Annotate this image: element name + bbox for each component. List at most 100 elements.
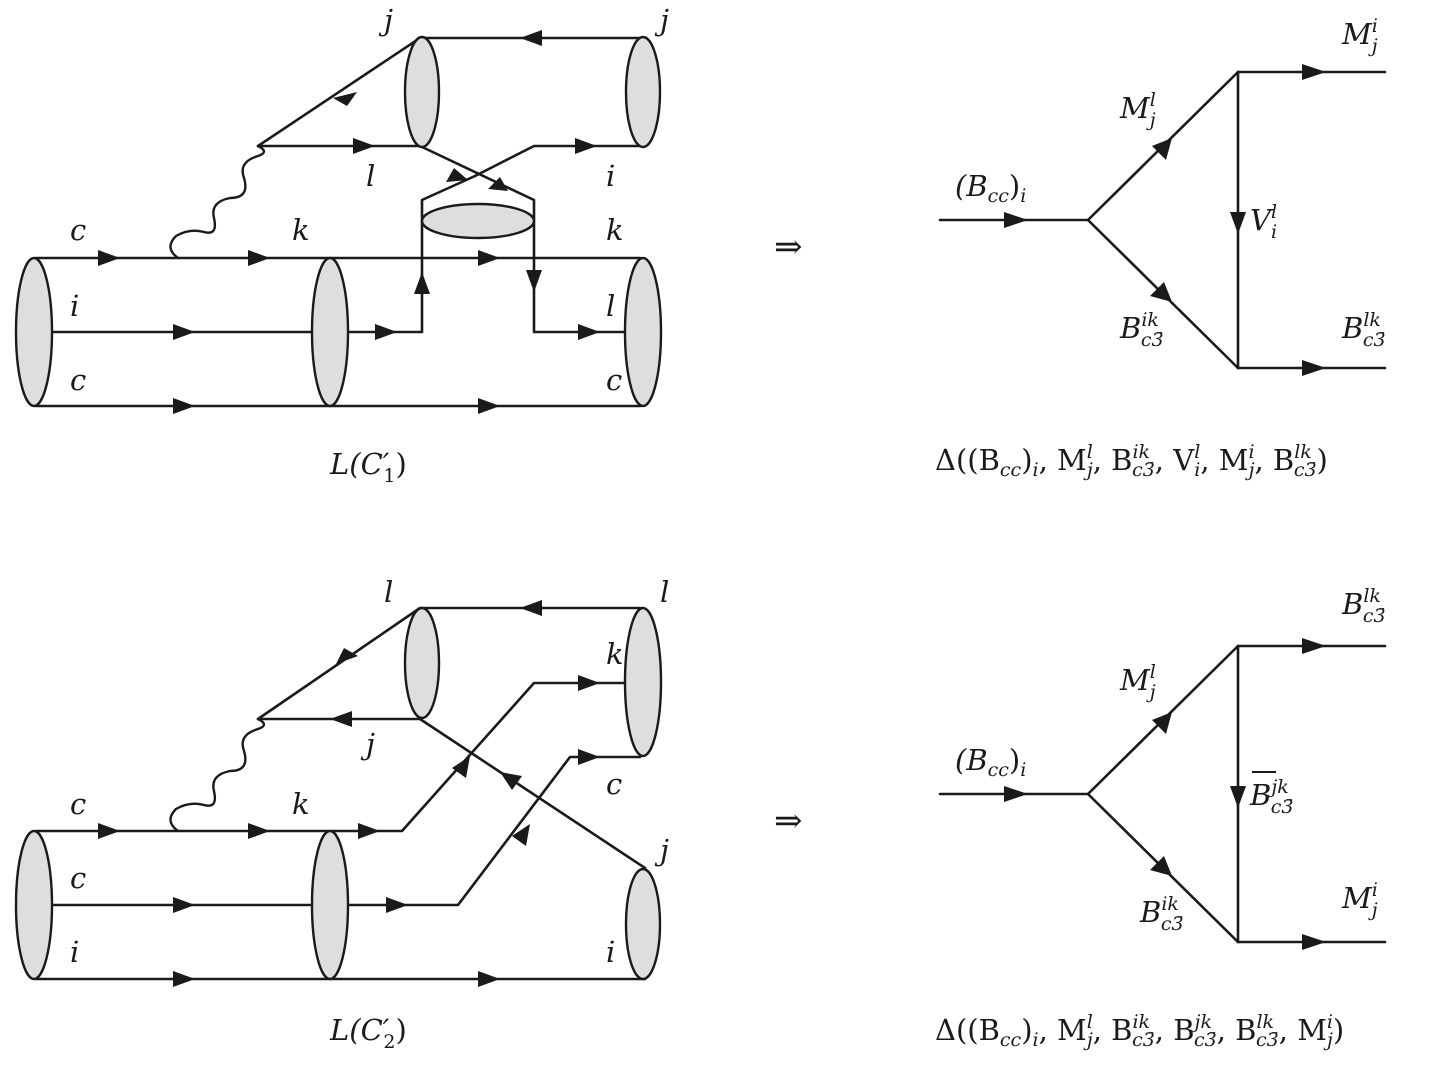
bottom-formula-p13: , B (1217, 1013, 1257, 1047)
bottom-tri-final-lower-base: M (1341, 881, 1373, 915)
top-tri-arrow-upper (1152, 138, 1172, 160)
bottom-tri-arrow-exchange (1230, 786, 1246, 808)
top-tri-final-lower-sup: lk (1363, 309, 1381, 331)
top-caption-prime: ′ (383, 447, 390, 481)
bottom-arrow-c2 (173, 897, 195, 913)
bottom-formula-p3: i (1033, 1029, 1039, 1051)
bottom-caption-base: L(C (329, 1013, 383, 1047)
bottom-tri-baryon-lower-sub: c3̄ (1161, 913, 1184, 935)
top-label-c-top: c (70, 213, 86, 247)
top-tri-meson-upper-base: M (1119, 91, 1151, 125)
top-quark-diagram: c k k i l c c j j l i L(C′1) (14, 3, 669, 487)
top-formula-p14: i (1248, 441, 1254, 463)
top-tri-arrow-lower (1150, 282, 1172, 302)
bottom-c-mid-line (34, 755, 642, 907)
top-arrow-k2 (478, 250, 500, 266)
top-formula-p18: c3̄ (1294, 459, 1317, 481)
top-formula-delta: Δ((B (935, 443, 1000, 477)
bottom-tri-baryon-lower-sup: ik (1161, 893, 1179, 915)
top-label-j-upper: j (378, 3, 393, 37)
bottom-arrow-k-out (578, 675, 600, 691)
bottom-formula-p9: c3̄ (1132, 1029, 1155, 1051)
bottom-label-c-top: c (70, 787, 86, 821)
top-tri-arrow-in (1004, 212, 1028, 228)
bottom-formula-p10: , B (1155, 1013, 1195, 1047)
top-arrow-c2 (173, 398, 195, 414)
bottom-final-baryon-blob (623, 606, 663, 758)
top-label-c-bot-left: c (70, 363, 86, 397)
top-formula-p17: lk (1294, 441, 1312, 463)
top-label-i-left: i (70, 289, 79, 323)
bottom-arrow-c-diag (512, 824, 530, 846)
bottom-tri-final-upper-sub: c3̄ (1363, 605, 1386, 627)
bottom-arrow-c-out (578, 749, 600, 765)
top-arrow-c1 (98, 250, 120, 266)
bottom-formula-p4: , M (1039, 1013, 1087, 1047)
bottom-label-k-mid: k (292, 787, 310, 821)
bottom-gluon-wave (169, 717, 266, 832)
top-formula-p10: , V (1155, 443, 1195, 477)
bottom-arrow-l-diag (336, 648, 358, 664)
bottom-arrow-i2 (478, 971, 500, 987)
bottom-tri-final-lower-sub: j (1368, 899, 1378, 921)
bottom-formula-p18: j (1323, 1029, 1333, 1051)
bottom-tri-final-upper-sup: lk (1363, 585, 1381, 607)
top-caption-close: ) (395, 447, 406, 481)
top-initial-blob (14, 256, 54, 408)
bottom-formula-p7: , B (1093, 1013, 1133, 1047)
top-caption-base: L(C (329, 447, 383, 481)
bottom-tri-exchange-base: B (1249, 778, 1271, 812)
bottom-mid-blob (310, 829, 350, 981)
bottom-arrow-c1 (98, 823, 120, 839)
bottom-tri-label-initial: (Bcc)i (955, 743, 1026, 781)
bottom-tri-meson-upper-sub: j (1146, 681, 1156, 703)
top-tri-final-upper-sup: i (1372, 15, 1378, 37)
top-tri-exchange-sup: l (1271, 201, 1277, 223)
top-tri-baryon-lower-base: B (1119, 311, 1141, 345)
top-formula-p3: i (1033, 459, 1039, 481)
bottom-c-k-line (34, 681, 642, 833)
bottom-j-line (256, 717, 647, 870)
top-loop-blob (420, 202, 536, 240)
bottom-formula-p14: lk (1256, 1011, 1274, 1033)
top-arrow-loop-b (488, 177, 508, 191)
top-formula-p19: ) (1317, 443, 1328, 477)
bottom-caption: L(C′2) (329, 1013, 407, 1053)
top-formula-p15: j (1245, 459, 1255, 481)
top-label-l-upper: l (366, 159, 375, 193)
bottom-caption-index: 2 (383, 1031, 395, 1053)
top-meson-blob-left (403, 35, 441, 149)
top-i-line (34, 256, 424, 334)
top-tri-initial-close: ) (1009, 169, 1020, 203)
top-formula-p11: l (1194, 441, 1200, 463)
top-tri-baryon-lower-sup: ik (1141, 309, 1159, 331)
top-gluon-wave (169, 144, 266, 259)
bottom-label-j-right: j (654, 833, 669, 867)
bottom-caption-close: ) (395, 1013, 406, 1047)
top-arrow-i1 (173, 324, 195, 340)
bottom-arrow-j-diag (500, 772, 522, 790)
bottom-arrow-k-diag (452, 756, 470, 778)
top-j-line (256, 36, 647, 148)
top-formula-p16: , B (1254, 443, 1294, 477)
top-formula-p8: ik (1132, 441, 1150, 463)
top-formula-p12: i (1194, 459, 1200, 481)
bottom-initial-blob (14, 829, 54, 981)
bottom-tri-initial-close: ) (1009, 743, 1020, 777)
top-formula-p6: j (1083, 459, 1093, 481)
bottom-formula-p6: j (1083, 1029, 1093, 1051)
top-arrow-c3 (478, 398, 500, 414)
bottom-label-k-upper-right: k (606, 637, 624, 671)
bottom-tri-baryon-lower-base: B (1139, 895, 1161, 929)
top-formula-p4: , M (1039, 443, 1087, 477)
bottom-final-meson-blob (624, 867, 662, 981)
bottom-label-i-bot-left: i (70, 935, 79, 969)
bottom-label-i-right: i (606, 935, 615, 969)
top-implies-symbol: ⇒ (774, 227, 803, 267)
